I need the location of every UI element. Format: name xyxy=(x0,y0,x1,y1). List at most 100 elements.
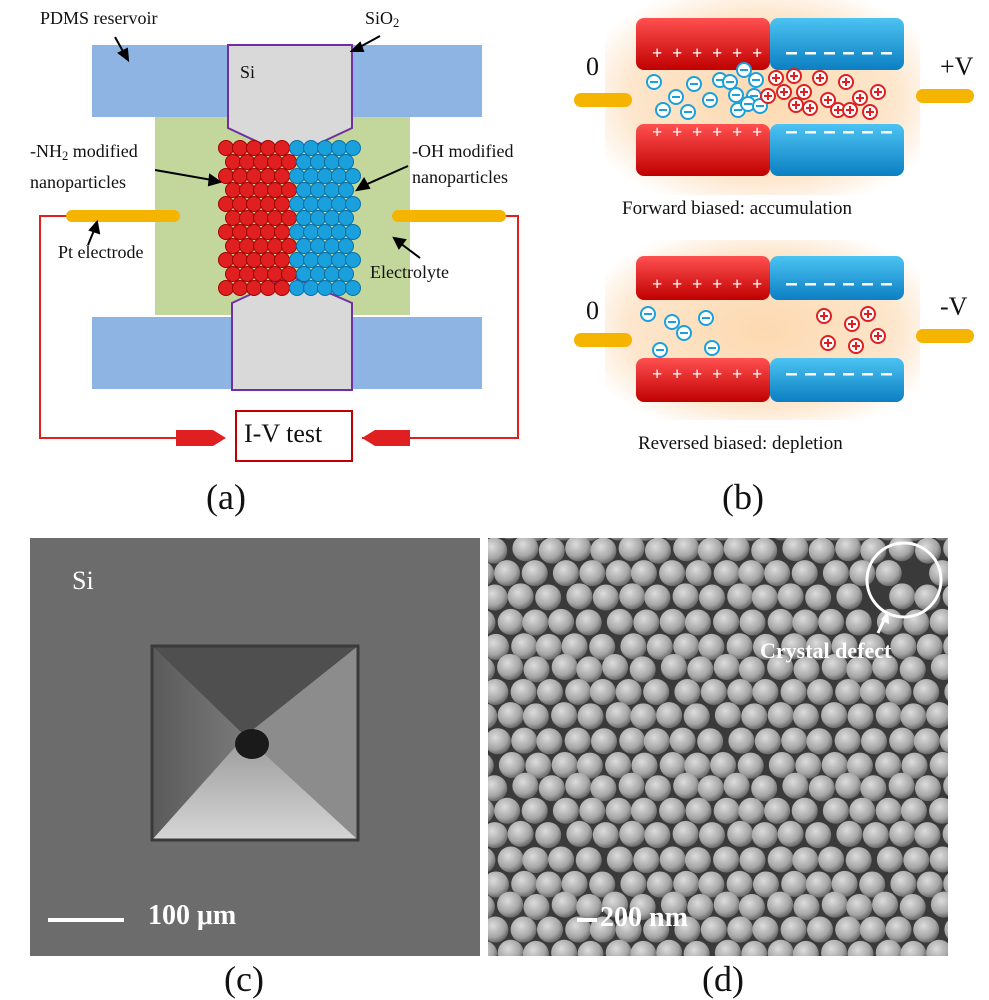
nanoparticle-sphere xyxy=(741,703,768,730)
nanoparticle-sphere xyxy=(643,678,670,705)
nanoparticle-sphere xyxy=(488,871,509,898)
oh-nanoparticle xyxy=(338,154,354,170)
nanoparticle-sphere xyxy=(577,703,604,730)
nh2-nanoparticle xyxy=(260,196,276,212)
nanoparticle-sphere xyxy=(523,656,550,683)
nanoparticle-sphere xyxy=(943,636,948,657)
oh-nanoparticle-cluster xyxy=(289,140,361,296)
nanoparticle-sphere xyxy=(768,752,795,779)
nanoparticle-sphere xyxy=(619,727,646,754)
oh-nanoparticle xyxy=(338,266,354,282)
nanoparticle-sphere xyxy=(488,657,495,681)
nanoparticle-sphere xyxy=(792,609,819,636)
oh-nanoparticle xyxy=(324,266,340,282)
nanoparticle-sphere xyxy=(497,891,524,918)
caption-c: (c) xyxy=(224,959,264,999)
nanoparticle-sphere xyxy=(890,633,917,660)
nanoparticle-sphere xyxy=(836,583,863,610)
nh2-nanoparticle xyxy=(267,238,283,254)
nanoparticle-sphere xyxy=(767,846,794,873)
positive-surface-charge: + xyxy=(672,274,682,294)
panel-c-sem-image: Si 100 μm xyxy=(30,538,480,956)
nanoparticle-sphere xyxy=(660,891,687,918)
scale-label-d: 200 nm xyxy=(600,902,688,933)
nanoparticle-sphere xyxy=(643,728,670,755)
nanoparticle-sphere xyxy=(488,848,496,872)
nanoparticle-sphere xyxy=(551,939,578,956)
nanoparticle-sphere xyxy=(849,797,876,824)
oh-nanoparticle xyxy=(324,210,340,226)
nanoparticle-sphere xyxy=(656,939,683,956)
nanoparticle-sphere xyxy=(727,583,754,610)
nanoparticle-sphere xyxy=(564,727,591,754)
nanoparticle-sphere xyxy=(566,820,593,847)
nanoparticle-sphere xyxy=(535,871,562,898)
nanoparticle-sphere xyxy=(646,633,673,660)
forward-caption: Forward biased: accumulation xyxy=(622,198,853,219)
nanoparticle-sphere xyxy=(939,728,948,753)
oh-nanoparticle xyxy=(296,154,312,170)
nanoparticle-sphere xyxy=(511,870,538,897)
forward-top-blue-plate xyxy=(770,18,904,70)
nanoparticle-sphere xyxy=(860,538,887,564)
nanoparticle-sphere xyxy=(861,728,887,755)
nanoparticle-sphere xyxy=(699,584,725,611)
negative-surface-charge xyxy=(843,52,854,55)
nanoparticle-sphere xyxy=(488,562,495,585)
negative-surface-charge xyxy=(881,131,892,134)
positive-surface-charge: + xyxy=(652,274,662,294)
nanoparticle-sphere xyxy=(808,775,835,802)
nanoparticle-sphere xyxy=(552,560,579,587)
nh2-nanoparticle xyxy=(246,140,262,156)
nanoparticle-sphere xyxy=(822,560,849,587)
nh2-nanoparticle xyxy=(232,196,248,212)
nanoparticle-sphere xyxy=(685,797,712,824)
nanoparticle-sphere xyxy=(930,891,948,918)
reverse-left-electrode xyxy=(574,333,632,347)
negative-surface-charge xyxy=(786,131,797,134)
nanoparticle-sphere xyxy=(916,633,943,660)
nh2-nanoparticle xyxy=(260,140,276,156)
defect-circle xyxy=(865,541,943,619)
nanoparticle-sphere xyxy=(751,538,778,564)
nh2-nanoparticle xyxy=(246,252,262,268)
nh2-nanoparticle xyxy=(218,224,234,240)
nanoparticle-sphere xyxy=(512,772,539,799)
positive-surface-charge: + xyxy=(692,274,702,294)
nanoparticle-sphere xyxy=(522,609,549,636)
oh-nanoparticle xyxy=(338,238,354,254)
nanoparticle-sphere xyxy=(723,772,750,799)
electrolyte-arrow xyxy=(399,242,421,259)
nanoparticle-sphere xyxy=(781,727,808,754)
positive-surface-charge: + xyxy=(712,122,722,142)
nanoparticle-sphere xyxy=(926,939,948,956)
nanoparticle-sphere xyxy=(899,894,926,920)
oh-nanoparticle xyxy=(331,280,347,296)
oh-nanoparticle xyxy=(317,168,333,184)
nanoparticle-sphere xyxy=(699,822,725,849)
nanoparticle-sphere xyxy=(575,609,602,636)
nanoparticle-sphere xyxy=(488,822,508,849)
nh2-nanoparticle xyxy=(274,196,290,212)
oh-nanoparticle xyxy=(303,252,319,268)
nh2-nanoparticle xyxy=(267,266,283,282)
nanoparticle-sphere xyxy=(899,656,926,683)
pt-electrode-label: Pt electrode xyxy=(58,242,144,262)
nanoparticle-sphere xyxy=(913,678,940,705)
negative-surface-charge xyxy=(824,283,835,286)
nanoparticle-sphere xyxy=(903,847,930,874)
forward-bottom-blue-plate xyxy=(770,124,904,176)
nh2-label: -NH2 modified nanoparticles xyxy=(30,138,138,195)
nh2-nanoparticle xyxy=(253,210,269,226)
nanoparticle-sphere xyxy=(605,702,632,729)
nanoparticle-sphere xyxy=(888,772,915,799)
nanoparticle-sphere xyxy=(561,633,588,660)
nh2-nanoparticle xyxy=(281,266,297,282)
nh2-nanoparticle xyxy=(239,210,255,226)
sio2-label-subscript: 2 xyxy=(393,16,400,31)
nh2-label-line2: nanoparticles xyxy=(30,172,126,193)
nanoparticle-sphere xyxy=(697,538,724,564)
nanoparticle-sphere xyxy=(929,608,948,635)
nanoparticle-sphere xyxy=(535,584,562,611)
oh-nanoparticle xyxy=(310,154,326,170)
